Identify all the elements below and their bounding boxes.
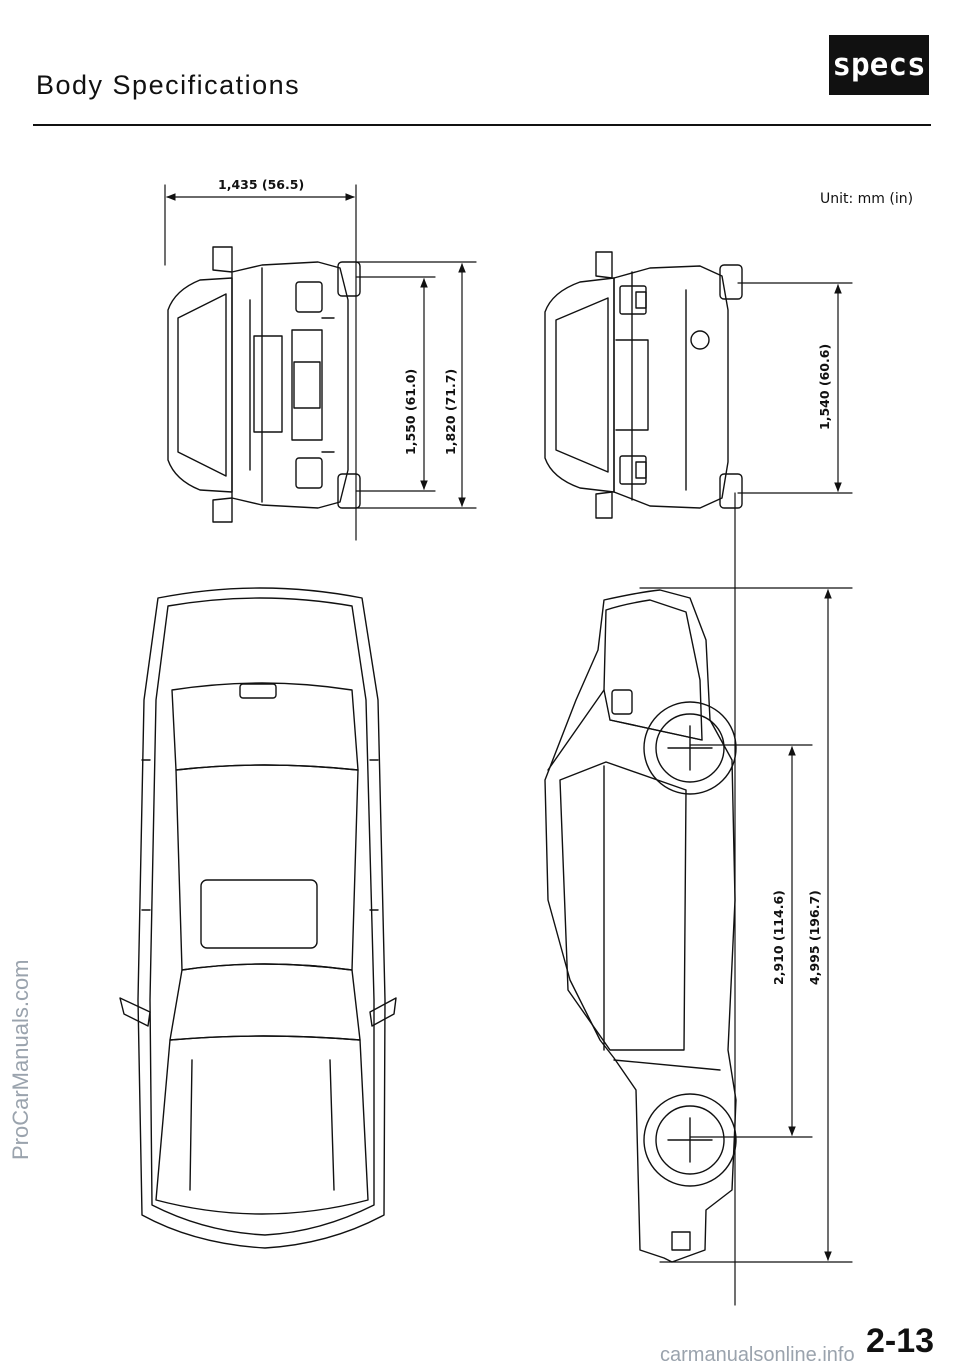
front-track-label: 1,550 (61.0)	[403, 369, 418, 455]
unit-note: Unit: mm (in)	[820, 191, 914, 207]
side-view	[544, 589, 737, 1263]
header-divider	[33, 124, 931, 126]
page-title: Body Specifications	[36, 70, 301, 100]
wheelbase-label: 2,910 (114.6)	[771, 890, 786, 985]
rear-dimension-lines	[734, 282, 853, 1306]
side-watermark: ProCarManuals.com	[8, 959, 33, 1160]
rear-view	[544, 251, 743, 519]
overall-length-label: 4,995 (196.7)	[807, 890, 822, 985]
front-view	[167, 246, 361, 523]
specs-badge: specs	[829, 35, 929, 95]
side-dimension-lines	[639, 587, 853, 1263]
top-view	[119, 587, 397, 1249]
front-dimension-lines	[164, 184, 477, 541]
footer-watermark: carmanualsonline.info	[660, 1344, 855, 1366]
page-number: 2-13	[866, 1322, 935, 1360]
overall-width-label: 1,820 (71.7)	[443, 369, 458, 455]
track-width-label: 1,435 (56.5)	[218, 177, 304, 192]
rear-track-label: 1,540 (60.6)	[817, 344, 832, 430]
